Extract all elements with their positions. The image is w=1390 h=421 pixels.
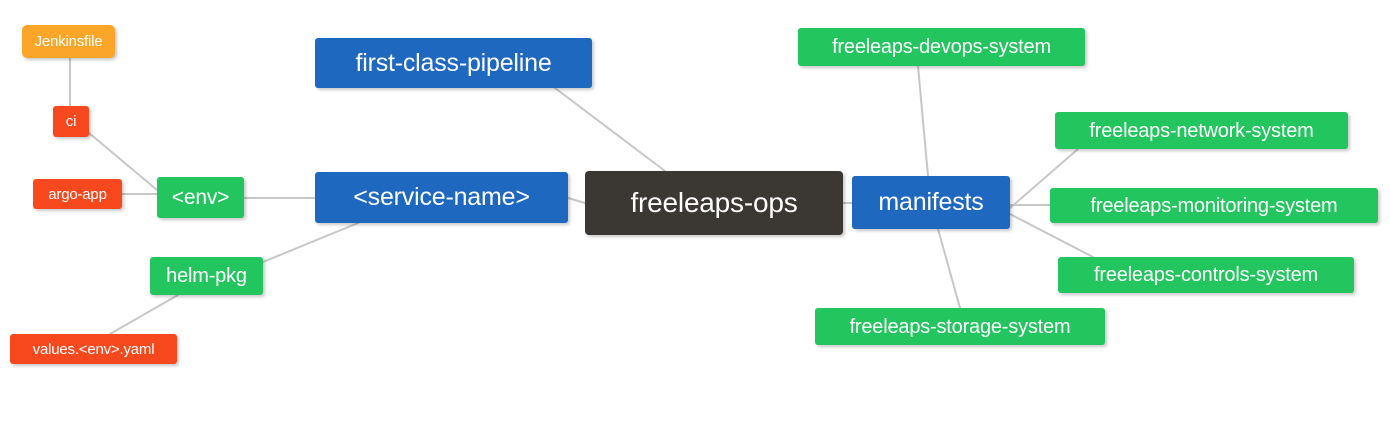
node-label-freeleaps-devops-system: freeleaps-devops-system — [832, 36, 1051, 58]
node-freeleaps-ops[interactable]: freeleaps-ops — [585, 171, 843, 235]
edge-helm-pkg-to-values-env-yaml — [109, 294, 179, 335]
node-label-first-class-pipeline: first-class-pipeline — [355, 48, 552, 77]
edge-manifests-to-freeleaps-devops-system — [917, 65, 929, 177]
node-first-class-pipeline[interactable]: first-class-pipeline — [315, 38, 592, 88]
node-jenkinsfile[interactable]: Jenkinsfile — [22, 25, 115, 58]
node-freeleaps-storage-system[interactable]: freeleaps-storage-system — [815, 308, 1105, 345]
node-label-values-env-yaml: values.<env>.yaml — [32, 340, 155, 358]
node-label-service-name: <service-name> — [353, 183, 530, 211]
node-label-jenkinsfile: Jenkinsfile — [34, 33, 103, 50]
node-label-freeleaps-monitoring-system: freeleaps-monitoring-system — [1090, 194, 1338, 217]
node-freeleaps-controls-system[interactable]: freeleaps-controls-system — [1058, 257, 1354, 293]
node-label-helm-pkg: helm-pkg — [166, 265, 247, 287]
node-label-ci: ci — [65, 113, 77, 130]
node-freeleaps-monitoring-system[interactable]: freeleaps-monitoring-system — [1050, 188, 1378, 223]
node-service-name[interactable]: <service-name> — [315, 172, 568, 223]
edge-manifests-to-freeleaps-storage-system — [937, 228, 961, 309]
node-env[interactable]: <env> — [157, 177, 244, 218]
node-label-env: <env> — [171, 186, 230, 209]
edge-first-class-pipeline-to-freeleaps-ops — [554, 87, 666, 172]
node-argo-app[interactable]: argo-app — [33, 179, 122, 209]
node-helm-pkg[interactable]: helm-pkg — [150, 257, 263, 295]
edge-freeleaps-ops-to-service-name — [567, 197, 586, 204]
node-label-manifests: manifests — [878, 188, 984, 216]
node-label-freeleaps-controls-system: freeleaps-controls-system — [1094, 264, 1318, 286]
edge-service-name-to-helm-pkg — [262, 222, 359, 263]
node-label-freeleaps-storage-system: freeleaps-storage-system — [849, 315, 1071, 338]
node-freeleaps-devops-system[interactable]: freeleaps-devops-system — [798, 28, 1085, 66]
node-label-freeleaps-network-system: freeleaps-network-system — [1089, 119, 1314, 142]
node-label-freeleaps-ops: freeleaps-ops — [630, 187, 798, 218]
node-manifests[interactable]: manifests — [852, 176, 1010, 229]
node-label-argo-app: argo-app — [48, 185, 107, 203]
node-freeleaps-network-system[interactable]: freeleaps-network-system — [1055, 112, 1348, 149]
node-values-env-yaml[interactable]: values.<env>.yaml — [10, 334, 177, 364]
node-ci[interactable]: ci — [53, 106, 89, 137]
